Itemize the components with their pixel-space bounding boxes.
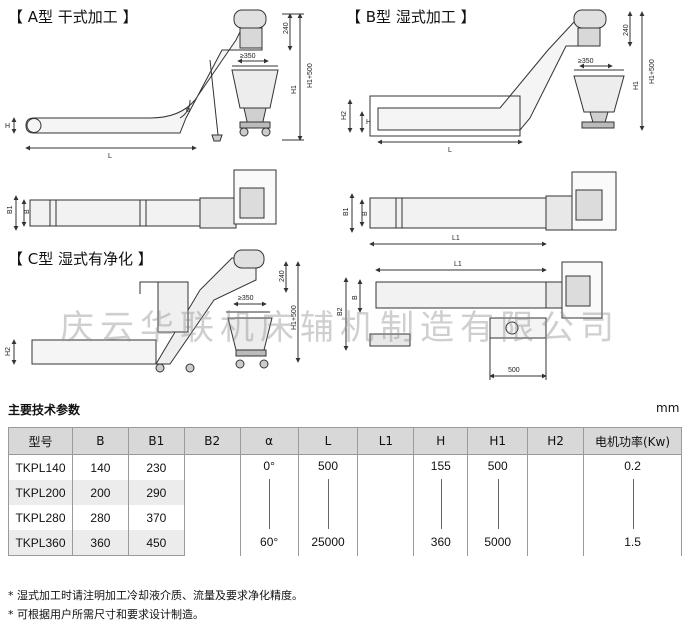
- b-type-top-view: [349, 171, 617, 247]
- b-cell: 140: [71, 454, 129, 480]
- table-row: TKPL140 140 230 0° 60° 500 25000 155 360 50…: [8, 454, 682, 556]
- model-cell: TKPL360: [8, 530, 73, 556]
- c-ge350-label: ≥350: [238, 295, 254, 302]
- c-b-label: B: [352, 295, 359, 300]
- note-2: * 可根据用户所需尺寸和要求设计制造。: [8, 608, 204, 621]
- spec-table: 型号 B B1 B2 α L L1 H H1 H2 电机功率(Kw) TKPL1…: [8, 427, 682, 556]
- header-l: L: [297, 427, 359, 455]
- b1-cell: 230: [127, 454, 185, 480]
- a-h1-label: H1: [291, 85, 298, 94]
- a-b1-label: B1: [7, 205, 14, 214]
- header-h1: H1: [467, 427, 529, 455]
- b-b-label: B: [362, 211, 369, 216]
- a-b-label: B: [24, 209, 31, 214]
- notes: * 湿式加工时请注明加工冷却液介质、流量及要求净化精度。 * 可根据用户所需尺寸…: [8, 586, 303, 624]
- note-1: * 湿式加工时请注明加工冷却液介质、流量及要求净化精度。: [8, 589, 303, 602]
- h1-max: 5000: [484, 535, 512, 549]
- h1-min: 500: [487, 459, 508, 473]
- b-cell: 200: [71, 480, 129, 505]
- b-h1-500-label: H1+500: [649, 59, 656, 84]
- unit-label: mm: [656, 401, 680, 415]
- alpha-min: 0°: [263, 459, 275, 473]
- a-alpha-label: α: [186, 107, 190, 114]
- h1-range-cell: 500 5000: [467, 454, 529, 556]
- header-power: 电机功率(Kw): [583, 427, 682, 455]
- a-type-side-view: [11, 9, 304, 151]
- l1-cell: [357, 454, 415, 556]
- table-row: TKPL200 200 290: [8, 480, 682, 505]
- b-h-label: H: [366, 119, 371, 126]
- c-240-label: 240: [279, 270, 286, 282]
- header-b1: B1: [127, 427, 185, 455]
- b-type-side-view: [347, 9, 645, 145]
- l-max: 25000: [311, 535, 345, 549]
- company-watermark: 庆云华联机床辅机制造有限公司: [60, 308, 620, 348]
- model-cell: TKPL140: [8, 454, 73, 480]
- technical-drawings: ≥350 240 H1+500 H1 H L α B1 B ≥350 240 H…: [5, 9, 656, 380]
- c-l1-label: L1: [454, 261, 462, 268]
- c-type-top-view: [343, 261, 603, 380]
- l-range-line: [328, 479, 330, 529]
- b2-cell: [183, 454, 241, 556]
- b-cell: 280: [71, 505, 129, 530]
- c-type-side-view: [11, 249, 301, 373]
- table-row: TKPL280 280 370: [8, 505, 682, 530]
- model-cell: TKPL280: [8, 505, 73, 530]
- table-header-row: 型号 B B1 B2 α L L1 H H1 H2 电机功率(Kw): [8, 427, 682, 455]
- power-range-cell: 0.2 1.5: [583, 454, 682, 556]
- power-min: 0.2: [624, 459, 641, 473]
- alpha-range-cell: 0° 60°: [239, 454, 299, 556]
- section-c-title: 【 C型 湿式有净化 】: [8, 250, 153, 268]
- b-l1-label: L1: [452, 235, 460, 242]
- header-b: B: [71, 427, 129, 455]
- section-b-title: 【 B型 湿式加工 】: [346, 8, 476, 26]
- h-max: 360: [430, 535, 451, 549]
- a-type-top-view: [13, 169, 277, 231]
- b-ge350-label: ≥350: [578, 58, 594, 65]
- c-h2-label: H2: [5, 347, 12, 356]
- b1-cell: 290: [127, 480, 185, 505]
- a-h1-500-label: H1+500: [307, 63, 314, 88]
- h-min: 155: [430, 459, 451, 473]
- l-range-cell: 500 25000: [297, 454, 359, 556]
- power-range-line: [632, 479, 634, 529]
- a-l-label: L: [108, 153, 112, 160]
- b1-cell: 370: [127, 505, 185, 530]
- header-b2: B2: [183, 427, 241, 455]
- h-range-cell: 155 360: [413, 454, 469, 556]
- h1-range-line: [497, 479, 499, 529]
- c-h1-500-label: H1+500: [291, 305, 298, 330]
- header-model: 型号: [8, 427, 73, 455]
- h2-cell: [527, 454, 585, 556]
- c-b2-label: B2: [337, 307, 344, 316]
- header-h2: H2: [527, 427, 585, 455]
- a-h-label: H: [5, 123, 10, 130]
- b1-cell: 450: [127, 530, 185, 556]
- section-a-title: 【 A型 干式加工 】: [8, 8, 138, 26]
- header-alpha: α: [239, 427, 299, 455]
- alpha-max: 60°: [260, 535, 279, 549]
- b-l-label: L: [448, 147, 452, 154]
- b-cell: 360: [71, 530, 129, 556]
- h-range-line: [440, 479, 442, 529]
- a-ge350-label: ≥350: [240, 53, 256, 60]
- header-h: H: [413, 427, 469, 455]
- l-min: 500: [318, 459, 339, 473]
- b-h1-label: H1: [633, 81, 640, 90]
- b-240-label: 240: [623, 24, 630, 36]
- table-row: TKPL360 360 450: [8, 530, 682, 556]
- b-h2-label: H2: [341, 111, 348, 120]
- header-l1: L1: [357, 427, 415, 455]
- model-cell: TKPL200: [8, 480, 73, 505]
- alpha-range-line: [269, 479, 271, 529]
- b-b1-label: B1: [343, 207, 350, 216]
- a-240-label: 240: [283, 22, 290, 34]
- params-title: 主要技术参数: [8, 403, 81, 417]
- power-max: 1.5: [624, 535, 641, 549]
- c-500-label: 500: [508, 367, 520, 374]
